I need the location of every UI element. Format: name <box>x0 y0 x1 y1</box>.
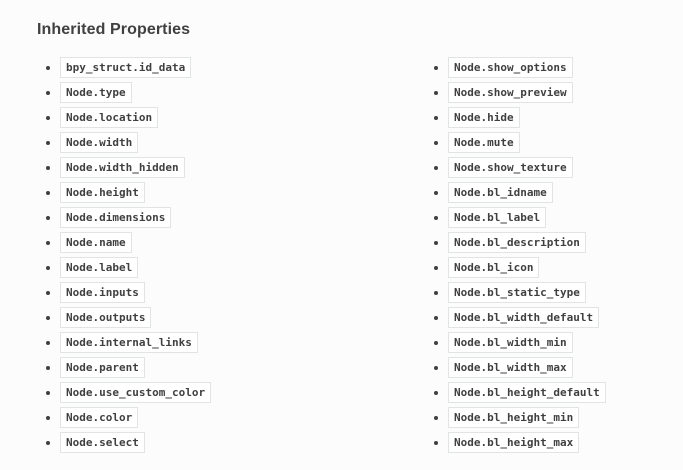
list-item: Node.show_options <box>388 55 683 80</box>
property-link[interactable]: Node.dimensions <box>60 207 172 228</box>
property-link[interactable]: Node.mute <box>448 132 520 153</box>
property-link[interactable]: Node.color <box>60 407 139 428</box>
property-link[interactable]: Node.bl_width_min <box>448 332 573 353</box>
property-link[interactable]: Node.hide <box>448 107 520 128</box>
list-item: Node.show_preview <box>388 80 683 105</box>
list-item: Node.name <box>0 230 388 255</box>
list-item: Node.internal_links <box>0 330 388 355</box>
property-link[interactable]: Node.bl_description <box>448 232 586 253</box>
property-link[interactable]: bpy_struct.id_data <box>60 57 192 78</box>
list-item: Node.mute <box>388 130 683 155</box>
list-item: Node.inputs <box>0 280 388 305</box>
property-link[interactable]: Node.bl_static_type <box>448 282 586 303</box>
list-item: Node.bl_icon <box>388 255 683 280</box>
list-item: Node.bl_width_min <box>388 330 683 355</box>
property-link[interactable]: Node.height <box>60 182 145 203</box>
property-link[interactable]: Node.bl_height_max <box>448 432 580 453</box>
property-link[interactable]: Node.width_hidden <box>60 157 185 178</box>
list-item: Node.bl_width_default <box>388 305 683 330</box>
list-item: Node.outputs <box>0 305 388 330</box>
property-link[interactable]: Node.select <box>60 432 145 453</box>
list-item: Node.color <box>0 405 388 430</box>
list-item: Node.width <box>0 130 388 155</box>
list-item: Node.show_texture <box>388 155 683 180</box>
list-item: Node.bl_height_default <box>388 380 683 405</box>
list-item: Node.bl_idname <box>388 180 683 205</box>
page-title: Inherited Properties <box>37 21 191 38</box>
property-link[interactable]: Node.show_texture <box>448 157 573 178</box>
property-link[interactable]: Node.inputs <box>60 282 145 303</box>
property-link[interactable]: Node.bl_icon <box>448 257 540 278</box>
property-link[interactable]: Node.location <box>60 107 159 128</box>
property-link[interactable]: Node.show_preview <box>448 82 573 103</box>
list-item: Node.bl_label <box>388 205 683 230</box>
property-link[interactable]: Node.label <box>60 257 139 278</box>
property-link[interactable]: Node.name <box>60 232 132 253</box>
list-item: Node.bl_height_min <box>388 405 683 430</box>
list-item: Node.parent <box>0 355 388 380</box>
property-link[interactable]: Node.use_custom_color <box>60 382 212 403</box>
property-link[interactable]: Node.internal_links <box>60 332 198 353</box>
list-item: Node.type <box>0 80 388 105</box>
property-link[interactable]: Node.width <box>60 132 139 153</box>
property-link[interactable]: Node.bl_height_min <box>448 407 580 428</box>
list-item: bpy_struct.id_data <box>0 55 388 80</box>
list-item: Node.height <box>0 180 388 205</box>
property-link[interactable]: Node.bl_height_default <box>448 382 606 403</box>
list-item: Node.width_hidden <box>0 155 388 180</box>
property-link[interactable]: Node.outputs <box>60 307 152 328</box>
property-link[interactable]: Node.bl_width_default <box>448 307 600 328</box>
list-item: Node.bl_static_type <box>388 280 683 305</box>
list-item: Node.bl_width_max <box>388 355 683 380</box>
list-item: Node.bl_height_max <box>388 430 683 455</box>
property-link[interactable]: Node.show_options <box>448 57 573 78</box>
list-item: Node.use_custom_color <box>0 380 388 405</box>
list-item: Node.hide <box>388 105 683 130</box>
list-item: Node.select <box>0 430 388 455</box>
property-link[interactable]: Node.parent <box>60 357 145 378</box>
list-item: Node.location <box>0 105 388 130</box>
property-link[interactable]: Node.bl_label <box>448 207 547 228</box>
list-item: Node.label <box>0 255 388 280</box>
property-link[interactable]: Node.bl_width_max <box>448 357 573 378</box>
property-link[interactable]: Node.bl_idname <box>448 182 553 203</box>
list-item: Node.bl_description <box>388 230 683 255</box>
list-item: Node.dimensions <box>0 205 388 230</box>
property-link[interactable]: Node.type <box>60 82 132 103</box>
